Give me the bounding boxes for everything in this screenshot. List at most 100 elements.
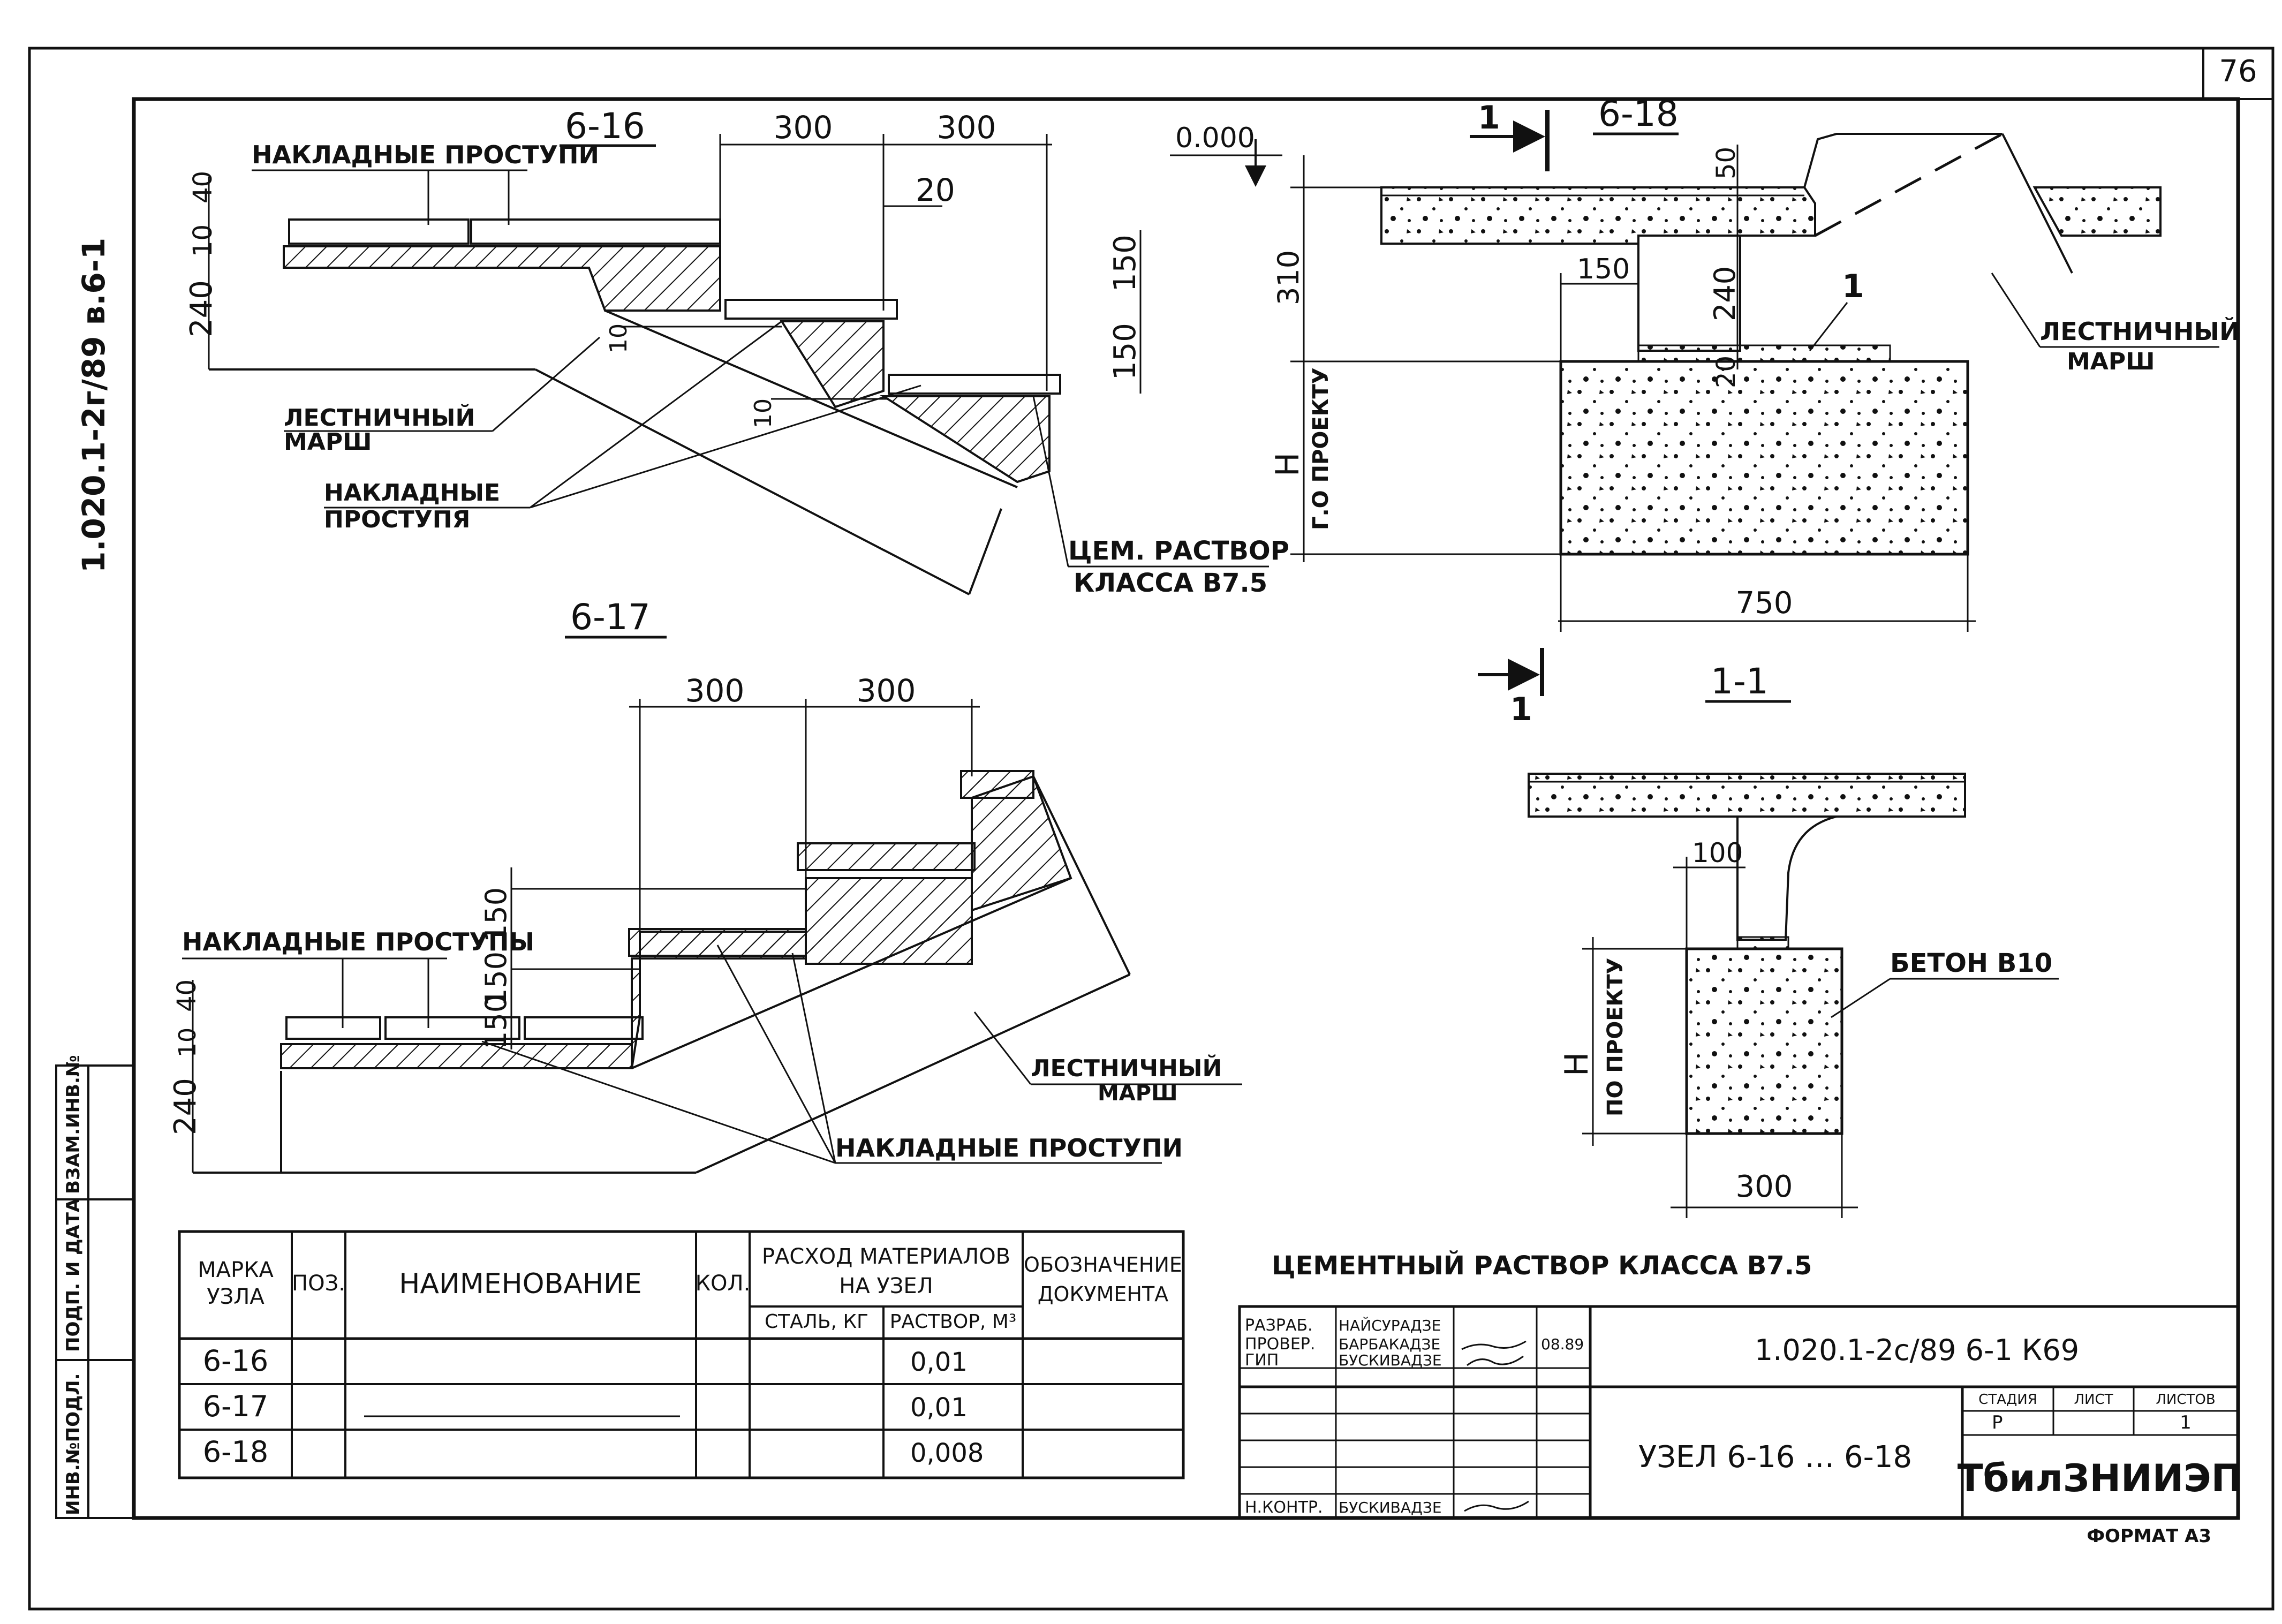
name-developer: НАЙСУРАДЗЕ [1339, 1316, 1441, 1334]
label-mortar-2: КЛАССА В7.5 [1074, 568, 1267, 598]
node-6-16: 6-16 300 300 20 40 10 240 150 150 10 10 [184, 105, 1289, 598]
th-steel: СТАЛЬ, КГ [765, 1311, 868, 1333]
node-6-17-title: 6-17 [570, 596, 651, 638]
step-body-2 [880, 395, 1051, 484]
label-overlays-left: НАКЛАДНЫЕ ПРОСТУПЫ [182, 927, 534, 956]
th-qty: КОЛ. [696, 1271, 751, 1296]
dim-40: 40 [188, 171, 218, 203]
step-17-tread-3 [960, 770, 1034, 799]
row-mortar: 0,01 [910, 1347, 968, 1377]
row-mark: 6-17 [203, 1389, 269, 1423]
stage-label: СТАДИЯ [1978, 1392, 2037, 1408]
label-overlays-bottom-1: НАКЛАДНЫЕ [324, 479, 500, 507]
label-flight-17-1: ЛЕСТНИЧНЫЙ [1031, 1054, 1222, 1082]
stamp-orig: ИНВ.№ПОДЛ. [63, 1373, 84, 1515]
pos-1: 1 [1842, 268, 1864, 305]
note-mortar: ЦЕМЕНТНЫЙ РАСТВОР КЛАССА В7.5 [1272, 1250, 1812, 1281]
th-mark-2: УЗЛА [207, 1285, 265, 1309]
row-mark: 6-18 [203, 1435, 269, 1469]
node-6-18-title: 6-18 [1598, 93, 1679, 134]
step-tread-1 [724, 299, 898, 320]
label-flight-18-1: ЛЕСТНИЧНЫЙ [2040, 317, 2240, 346]
label-flight-18-2: МАРШ [2067, 348, 2155, 375]
dim-300-e: 300 [1736, 1169, 1793, 1204]
dim-20-b: 20 [1711, 356, 1741, 388]
dim-10-b: 10 [174, 1028, 201, 1058]
dim-310: 310 [1272, 250, 1305, 305]
section-1-1: 1 1-1 100 Н ПО ПРОЕКТУ 300 БЕТОН В10 [1478, 648, 2059, 1218]
section-marker-top: 1 [1478, 99, 1500, 137]
dim-10-small-a: 10 [605, 323, 632, 353]
name-control: БУСКИВАДЗЕ [1339, 1499, 1442, 1516]
page-number: 76 [2219, 54, 2257, 89]
format-label: ФОРМАТ А3 [2087, 1525, 2211, 1547]
stamp-sign: ПОДП. И ДАТА [63, 1198, 84, 1352]
dim-300-d: 300 [857, 673, 916, 709]
dim-100: 100 [1692, 837, 1743, 868]
th-name: НАИМЕНОВАНИЕ [399, 1268, 641, 1300]
section-slab [1528, 773, 1966, 818]
dim-H-note-11: ПО ПРОЕКТУ [1603, 958, 1628, 1116]
dim-240-b: 240 [168, 1078, 203, 1135]
name-gip: БУСКИВАДЗЕ [1339, 1351, 1442, 1369]
landing-slab-b [280, 1043, 633, 1069]
stamp-inv: ВЗАМ.ИНВ.№ [63, 1055, 84, 1194]
signature-1 [1461, 1340, 1527, 1350]
node-title: УЗЕЛ 6-16 … 6-18 [1638, 1440, 1912, 1475]
step-17-2 [805, 877, 973, 965]
row-mortar: 0,008 [910, 1438, 984, 1468]
section-foundation [1685, 947, 1843, 1135]
node-6-17: 6-17 300 300 150 150 150 40 10 240 НАКЛ [168, 596, 1242, 1174]
dim-240-c: 240 [1708, 266, 1742, 321]
label-overlays-top: НАКЛАДНЫЕ ПРОСТУПИ [252, 140, 599, 169]
section-mortar [1736, 936, 1789, 950]
node-6-16-title: 6-16 [565, 105, 645, 147]
row-mortar: 0,01 [910, 1393, 968, 1423]
label-overlays-bottom-17: НАКЛАДНЫЕ ПРОСТУПИ [835, 1134, 1183, 1162]
inner-frame [132, 97, 2240, 1520]
sheets-value: 1 [2180, 1412, 2192, 1433]
dim-10: 10 [188, 224, 218, 257]
dim-150-d: 150 [479, 951, 513, 1007]
dim-50: 50 [1711, 147, 1741, 179]
role-checker: ПРОВЕР. [1245, 1335, 1315, 1354]
landing-slab [283, 245, 721, 312]
th-consumption-1: РАСХОД МАТЕРИАЛОВ [762, 1244, 1010, 1269]
foundation-6-18 [1559, 360, 1969, 556]
riser-6-18 [1803, 133, 2003, 188]
doc-code: 1.020.1-2с/89 6-1 К69 [1755, 1333, 2079, 1367]
stage-value: Р [1992, 1412, 2003, 1433]
label-concrete: БЕТОН В10 [1890, 948, 2052, 978]
signature-date: 08.89 [1541, 1335, 1584, 1353]
dim-300-a: 300 [774, 109, 833, 146]
overlay-tread-3 [285, 1016, 381, 1040]
label-flight-2: МАРШ [284, 428, 372, 456]
section-1-1-title: 1-1 [1711, 661, 1769, 702]
step-body-1 [780, 320, 885, 409]
dim-10-small-b: 10 [750, 398, 777, 428]
mortar-bed [1637, 344, 1891, 362]
name-checker: БАРБАКАДЗЕ [1339, 1335, 1440, 1353]
node-6-18: 6-18 1 0.000 310 Н Г.О ПРОЕКТУ 50 240 20 [1170, 93, 2240, 632]
dim-240: 240 [184, 280, 219, 337]
dim-20: 20 [916, 172, 955, 208]
dim-150-c: 150 [479, 887, 513, 942]
th-mark-1: МАРКА [198, 1258, 274, 1282]
side-stamps: ВЗАМ.ИНВ.№ ПОДП. И ДАТА ИНВ.№ПОДЛ. [55, 1055, 135, 1519]
section-marker-bottom: 1 [1510, 691, 1532, 728]
row-mark: 6-16 [203, 1344, 269, 1378]
dim-750: 750 [1736, 586, 1793, 621]
dim-H-note-18: Г.О ПРОЕКТУ [1309, 367, 1333, 530]
step-17-tread-1 [628, 928, 807, 957]
label-mortar-1: ЦЕМ. РАСТВОР [1068, 536, 1289, 566]
th-doc-2: ДОКУМЕНТА [1038, 1282, 1168, 1306]
th-consumption-2: НА УЗЕЛ [839, 1274, 933, 1298]
dim-150-f: 150 [1577, 253, 1630, 285]
th-mortar: РАСТВОР, М³ [890, 1311, 1017, 1333]
role-control: Н.КОНТР. [1245, 1498, 1323, 1517]
right-slab [2032, 186, 2162, 237]
step-17-tread-2 [797, 842, 976, 871]
sheets-label: ЛИСТОВ [2156, 1392, 2215, 1408]
label-overlays-bottom-2: ПРОСТУПЯ [324, 506, 470, 533]
